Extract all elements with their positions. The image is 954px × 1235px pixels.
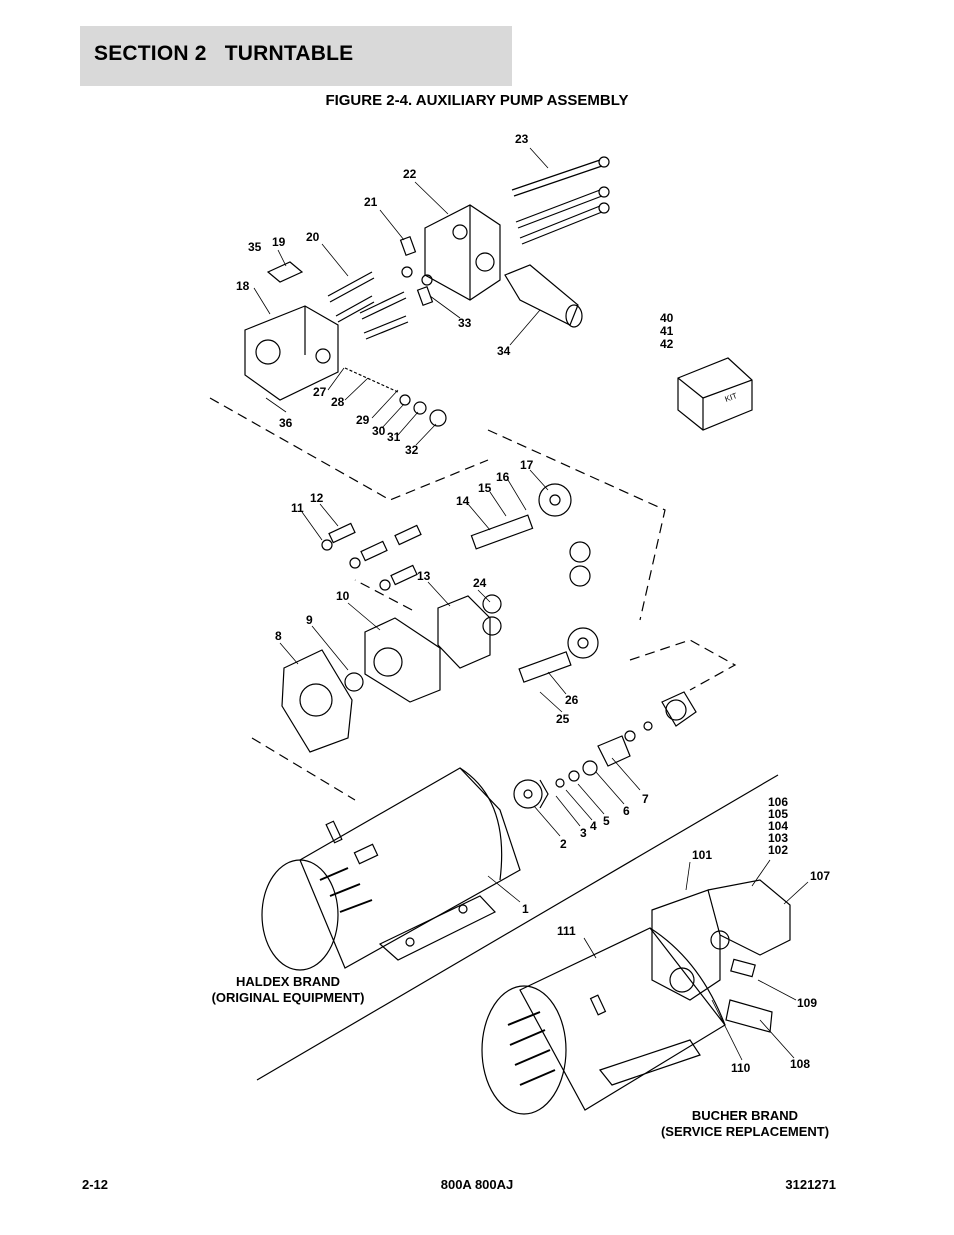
callout-12: 12 bbox=[310, 491, 324, 505]
callout-1: 1 bbox=[522, 902, 529, 916]
part-callouts: 23 22 21 20 19 35 18 34 33 40 41 42 27 2… bbox=[236, 132, 830, 1075]
section-header-band: SECTION 2 TURNTABLE bbox=[80, 26, 512, 86]
callout-107: 107 bbox=[810, 869, 830, 883]
model-number: 800A 800AJ bbox=[440, 1177, 514, 1192]
callout-102: 102 bbox=[768, 843, 788, 857]
callout-36: 36 bbox=[279, 416, 293, 430]
tie-bolts bbox=[511, 156, 610, 245]
haldex-brand-line1: HALDEX BRAND bbox=[236, 974, 340, 989]
callout-5: 5 bbox=[603, 814, 610, 828]
callout-32: 32 bbox=[405, 443, 419, 457]
bucher-motor bbox=[481, 879, 791, 1115]
adjuster-screws bbox=[321, 522, 422, 591]
callout-30: 30 bbox=[372, 424, 386, 438]
callout-109: 109 bbox=[797, 996, 817, 1010]
relief-valve bbox=[504, 264, 583, 328]
bucher-brand-line2: (SERVICE REPLACEMENT) bbox=[661, 1124, 829, 1139]
callout-25: 25 bbox=[556, 712, 570, 726]
callout-27: 27 bbox=[313, 385, 327, 399]
callout-105: 105 bbox=[768, 807, 788, 821]
callout-31: 31 bbox=[387, 430, 401, 444]
kit-box-label: KIT bbox=[724, 391, 739, 404]
callout-41: 41 bbox=[660, 324, 674, 338]
callout-101: 101 bbox=[692, 848, 712, 862]
brand-labels: HALDEX BRAND (ORIGINAL EQUIPMENT) BUCHER… bbox=[212, 974, 829, 1139]
callout-35: 35 bbox=[248, 240, 262, 254]
callout-3: 3 bbox=[580, 826, 587, 840]
callout-16: 16 bbox=[496, 470, 510, 484]
haldex-brand-line2: (ORIGINAL EQUIPMENT) bbox=[212, 990, 365, 1005]
callout-108: 108 bbox=[790, 1057, 810, 1071]
callout-21: 21 bbox=[364, 195, 378, 209]
callout-24: 24 bbox=[473, 576, 487, 590]
callout-17: 17 bbox=[520, 458, 534, 472]
gear-set bbox=[470, 483, 599, 683]
callout-29: 29 bbox=[356, 413, 370, 427]
haldex-motor bbox=[261, 767, 521, 971]
callout-20: 20 bbox=[306, 230, 320, 244]
front-housing bbox=[364, 617, 441, 703]
callout-11: 11 bbox=[291, 501, 304, 515]
callout-34: 34 bbox=[497, 344, 511, 358]
callout-19: 19 bbox=[272, 235, 286, 249]
callout-2: 2 bbox=[560, 837, 567, 851]
cover-housing bbox=[424, 204, 501, 301]
callout-33: 33 bbox=[458, 316, 472, 330]
callout-4: 4 bbox=[590, 819, 597, 833]
callout-104: 104 bbox=[768, 819, 788, 833]
callout-10: 10 bbox=[336, 589, 350, 603]
callout-111: 111 bbox=[557, 924, 576, 938]
callout-22: 22 bbox=[403, 167, 417, 181]
callout-42: 42 bbox=[660, 337, 674, 351]
callout-23: 23 bbox=[515, 132, 529, 146]
callout-13: 13 bbox=[417, 569, 431, 583]
callout-8: 8 bbox=[275, 629, 282, 643]
callout-26: 26 bbox=[565, 693, 579, 707]
callout-28: 28 bbox=[331, 395, 345, 409]
callout-14: 14 bbox=[456, 494, 470, 508]
leader-lines bbox=[253, 147, 809, 1061]
callout-40: 40 bbox=[660, 311, 674, 325]
kit-box bbox=[677, 357, 753, 431]
page-number: 2-12 bbox=[82, 1177, 109, 1192]
pump-body bbox=[244, 305, 339, 401]
section-title: SECTION 2 TURNTABLE bbox=[94, 42, 354, 65]
callout-9: 9 bbox=[306, 613, 313, 627]
bucher-brand-line1: BUCHER BRAND bbox=[692, 1108, 798, 1123]
callout-6: 6 bbox=[623, 804, 630, 818]
document-number: 3121271 bbox=[785, 1177, 836, 1192]
figure-title: FIGURE 2-4. AUXILIARY PUMP ASSEMBLY bbox=[325, 92, 629, 109]
callout-110: 110 bbox=[731, 1061, 751, 1075]
callout-7: 7 bbox=[642, 792, 649, 806]
callout-18: 18 bbox=[236, 279, 250, 293]
callout-15: 15 bbox=[478, 481, 492, 495]
callout-103: 103 bbox=[768, 831, 788, 845]
callout-106: 106 bbox=[768, 795, 788, 809]
